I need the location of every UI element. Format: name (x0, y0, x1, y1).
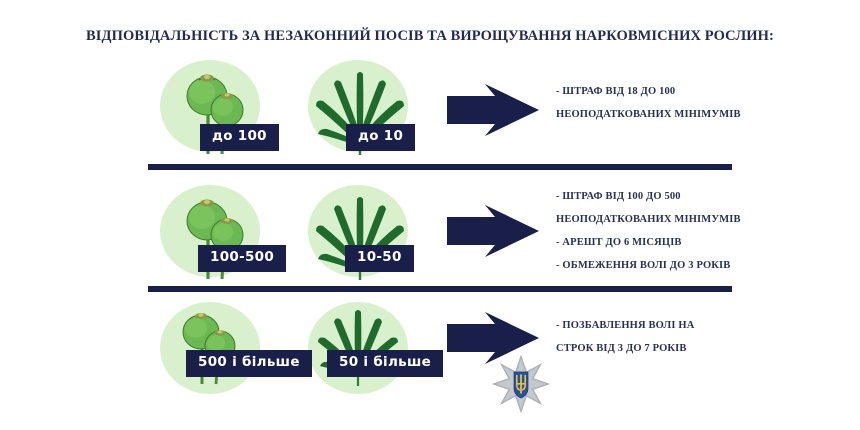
poppy-quantity-badge: 100-500 (198, 245, 287, 272)
penalty-row: 100-500 10-50 - ШТРАФ ВІД 100 ДО 500 НЕО… (0, 183, 860, 283)
cannabis-quantity-badge: 10-50 (345, 245, 414, 272)
page-title: ВІДПОВІДАЛЬНІСТЬ ЗА НЕЗАКОННИЙ ПОСІВ ТА … (86, 28, 774, 44)
cannabis-quantity-badge: 50 і більше (327, 350, 444, 377)
consequence-line: - ШТРАФ ВІД 18 ДО 100 (556, 86, 676, 97)
consequence-line: - ПОЗБАВЛЕННЯ ВОЛІ НА (556, 320, 695, 331)
penalty-row: 500 і більше 50 і більше - ПОЗБАВЛЕННЯ В… (0, 300, 860, 400)
row-divider (148, 164, 732, 170)
consequence-text: - ШТРАФ ВІД 18 ДО 100 НЕОПОДАТКОВАНИХ МІ… (556, 86, 846, 120)
row-divider (148, 286, 732, 292)
penalty-row: до 100 до 10 - ШТРАФ ВІД 18 ДО 100 НЕОПО… (0, 58, 860, 158)
consequence-line: НЕОПОДАТКОВАНИХ МІНІМУМІВ (556, 109, 741, 120)
poppy-pods-icon (186, 74, 244, 155)
consequence-line: - ОБМЕЖЕННЯ ВОЛІ ДО 3 РОКІВ (556, 260, 731, 271)
consequence-line: СТРОК ВІД 3 ДО 7 РОКІВ (556, 343, 687, 354)
cannabis-quantity-badge: до 10 (346, 124, 416, 151)
consequence-text: - ПОЗБАВЛЕННЯ ВОЛІ НА СТРОК ВІД 3 ДО 7 Р… (556, 320, 846, 354)
consequence-line: НЕОПОДАТКОВАНИХ МІНІМУМІВ (556, 214, 741, 225)
consequence-line: - ШТРАФ ВІД 100 ДО 500 (556, 191, 681, 202)
poppy-quantity-badge: до 100 (200, 124, 279, 151)
arrow-right-icon (447, 84, 539, 136)
poppy-quantity-badge: 500 і більше (186, 350, 312, 377)
consequence-text: - ШТРАФ ВІД 100 ДО 500 НЕОПОДАТКОВАНИХ М… (556, 191, 846, 271)
consequence-line: - АРЕШТ ДО 6 МІСЯЦІВ (556, 237, 682, 248)
arrow-right-icon (447, 312, 539, 364)
arrow-right-icon (447, 205, 539, 257)
poppy-illustration (152, 300, 272, 400)
ukraine-police-star-emblem (491, 355, 551, 414)
